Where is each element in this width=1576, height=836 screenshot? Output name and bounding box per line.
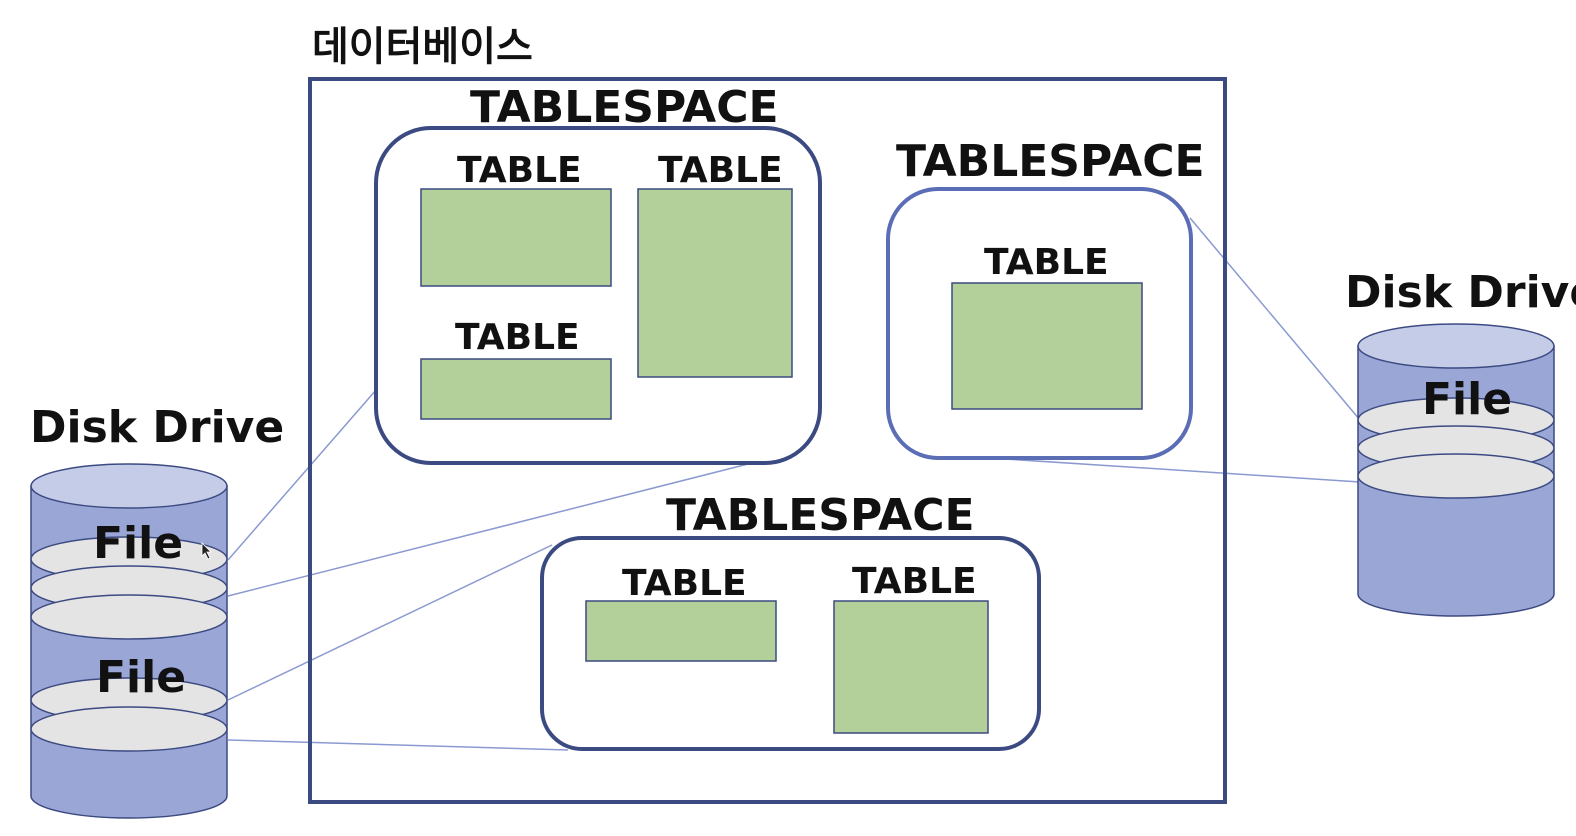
tablespace-2: TABLESPACE TABLE <box>886 136 1205 460</box>
tablespace-3-table-2-label: TABLE <box>852 561 977 602</box>
database-frame <box>308 77 1227 804</box>
disk-drive-left-cylinder-icon <box>30 463 228 819</box>
tablespace-1-title: TABLESPACE <box>470 82 779 133</box>
connector-lines <box>227 217 1361 751</box>
disk-drive-left-file-2-label: File <box>96 652 186 703</box>
disk-right-platter-3 <box>1357 453 1555 499</box>
tablespace-3-table-2 <box>833 600 989 734</box>
disk-drive-left-label: Disk Drive <box>30 402 284 453</box>
disk-drive-left-file-1-label: File <box>93 518 183 569</box>
disk-drive-right-label: Disk Drive <box>1345 267 1576 318</box>
connector-right-tablespace2 <box>1189 217 1361 421</box>
connector-file2-tablespace3 <box>227 544 553 701</box>
disk-drive-right-cylinder-icon <box>1357 323 1555 617</box>
mouse-cursor-icon <box>201 542 212 560</box>
database-title: 데이터베이스 <box>312 24 533 70</box>
database-box: 데이터베이스 <box>308 24 1227 804</box>
tablespace-3-title: TABLESPACE <box>666 490 975 541</box>
tablespace-2-table-1 <box>951 282 1143 410</box>
tablespace-3-table-1 <box>585 600 777 662</box>
disk-drive-left: Disk Drive File File <box>30 402 284 819</box>
tablespace-1-table-1-label: TABLE <box>457 150 582 191</box>
disk-drive-right-file-1-label: File <box>1422 374 1512 425</box>
tablespace-1-table-3 <box>420 358 612 420</box>
disk-drive-right: Disk Drive File <box>1345 267 1576 617</box>
disk-left-platter-5 <box>30 706 228 752</box>
tablespace-1-table-1 <box>420 188 612 287</box>
tablespace-2-table-1-label: TABLE <box>984 242 1109 283</box>
tablespace-3-table-1-label: TABLE <box>622 563 747 604</box>
tablespace-1-table-3-label: TABLE <box>455 317 580 358</box>
tablespace-1-table-2-label: TABLE <box>658 150 783 191</box>
disk-left-platter-3 <box>30 594 228 640</box>
tablespace-2-title: TABLESPACE <box>896 136 1205 187</box>
tablespace-1-table-2 <box>637 188 793 378</box>
connector-right-tablespace2-bottom <box>989 457 1361 483</box>
connector-file2-tablespace3-bottom <box>227 739 569 751</box>
connector-file1-tablespace1-bottom <box>227 463 749 597</box>
tablespace-1: TABLESPACE TABLE TABLE TABLE <box>374 82 822 465</box>
connector-file1-tablespace1 <box>227 389 377 561</box>
tablespace-3: TABLESPACE TABLE TABLE <box>540 490 1041 751</box>
